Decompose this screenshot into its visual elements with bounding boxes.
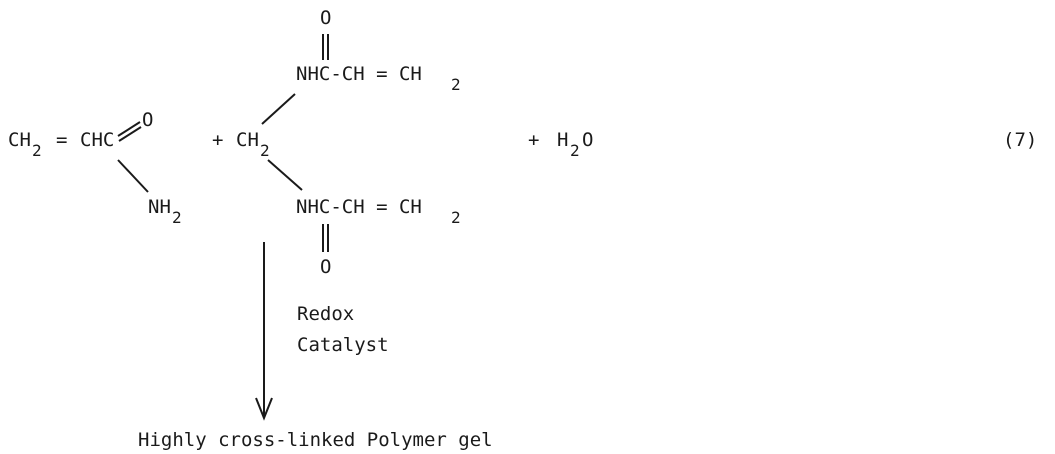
condition-redox: Redox bbox=[297, 303, 354, 325]
reactant-bisacrylamide: CH 2 O NHC-CH = CH 2 NHC-CH = CH 2 O bbox=[236, 7, 461, 278]
reaction-arrow bbox=[255, 242, 273, 421]
acrylamide-ch: CH bbox=[8, 129, 31, 151]
acrylamide-nh: NH bbox=[148, 196, 171, 218]
bis-bottom-group-subscript: 2 bbox=[451, 208, 461, 227]
acrylamide-co-bond-1 bbox=[117, 121, 141, 137]
acrylamide-co-bond-2 bbox=[118, 126, 142, 142]
condition-catalyst: Catalyst bbox=[297, 334, 389, 356]
water: H 2 O bbox=[557, 129, 593, 160]
bis-bottom-oxygen: O bbox=[320, 256, 331, 278]
product-label: Highly cross-linked Polymer gel bbox=[138, 429, 493, 451]
water-h: H bbox=[557, 129, 568, 151]
acrylamide-oxygen: O bbox=[142, 109, 153, 131]
bis-bottom-group: NHC-CH = CH bbox=[296, 196, 422, 218]
reaction-arrowhead bbox=[255, 397, 273, 421]
acrylamide-cn-bond bbox=[117, 159, 149, 193]
water-o: O bbox=[582, 129, 593, 151]
acrylamide-equals: = bbox=[56, 129, 67, 151]
reactant-acrylamide: CH 2 = CHC O NH 2 bbox=[8, 109, 182, 227]
acrylamide-chc: CHC bbox=[80, 129, 114, 151]
bis-top-oxygen: O bbox=[320, 7, 331, 29]
acrylamide-ch-subscript: 2 bbox=[32, 141, 42, 160]
bis-top-group-subscript: 2 bbox=[451, 75, 461, 94]
bis-lower-bond bbox=[267, 159, 303, 191]
plus-sign-1: + bbox=[212, 129, 223, 151]
bis-ch-subscript: 2 bbox=[260, 141, 270, 160]
bis-ch: CH bbox=[236, 129, 259, 151]
plus-sign-2: + bbox=[528, 129, 539, 151]
acrylamide-nh-subscript: 2 bbox=[172, 208, 182, 227]
bis-top-group: NHC-CH = CH bbox=[296, 63, 422, 85]
water-subscript: 2 bbox=[570, 141, 580, 160]
equation-number: (7) bbox=[1003, 129, 1037, 151]
bis-upper-bond bbox=[261, 93, 296, 125]
